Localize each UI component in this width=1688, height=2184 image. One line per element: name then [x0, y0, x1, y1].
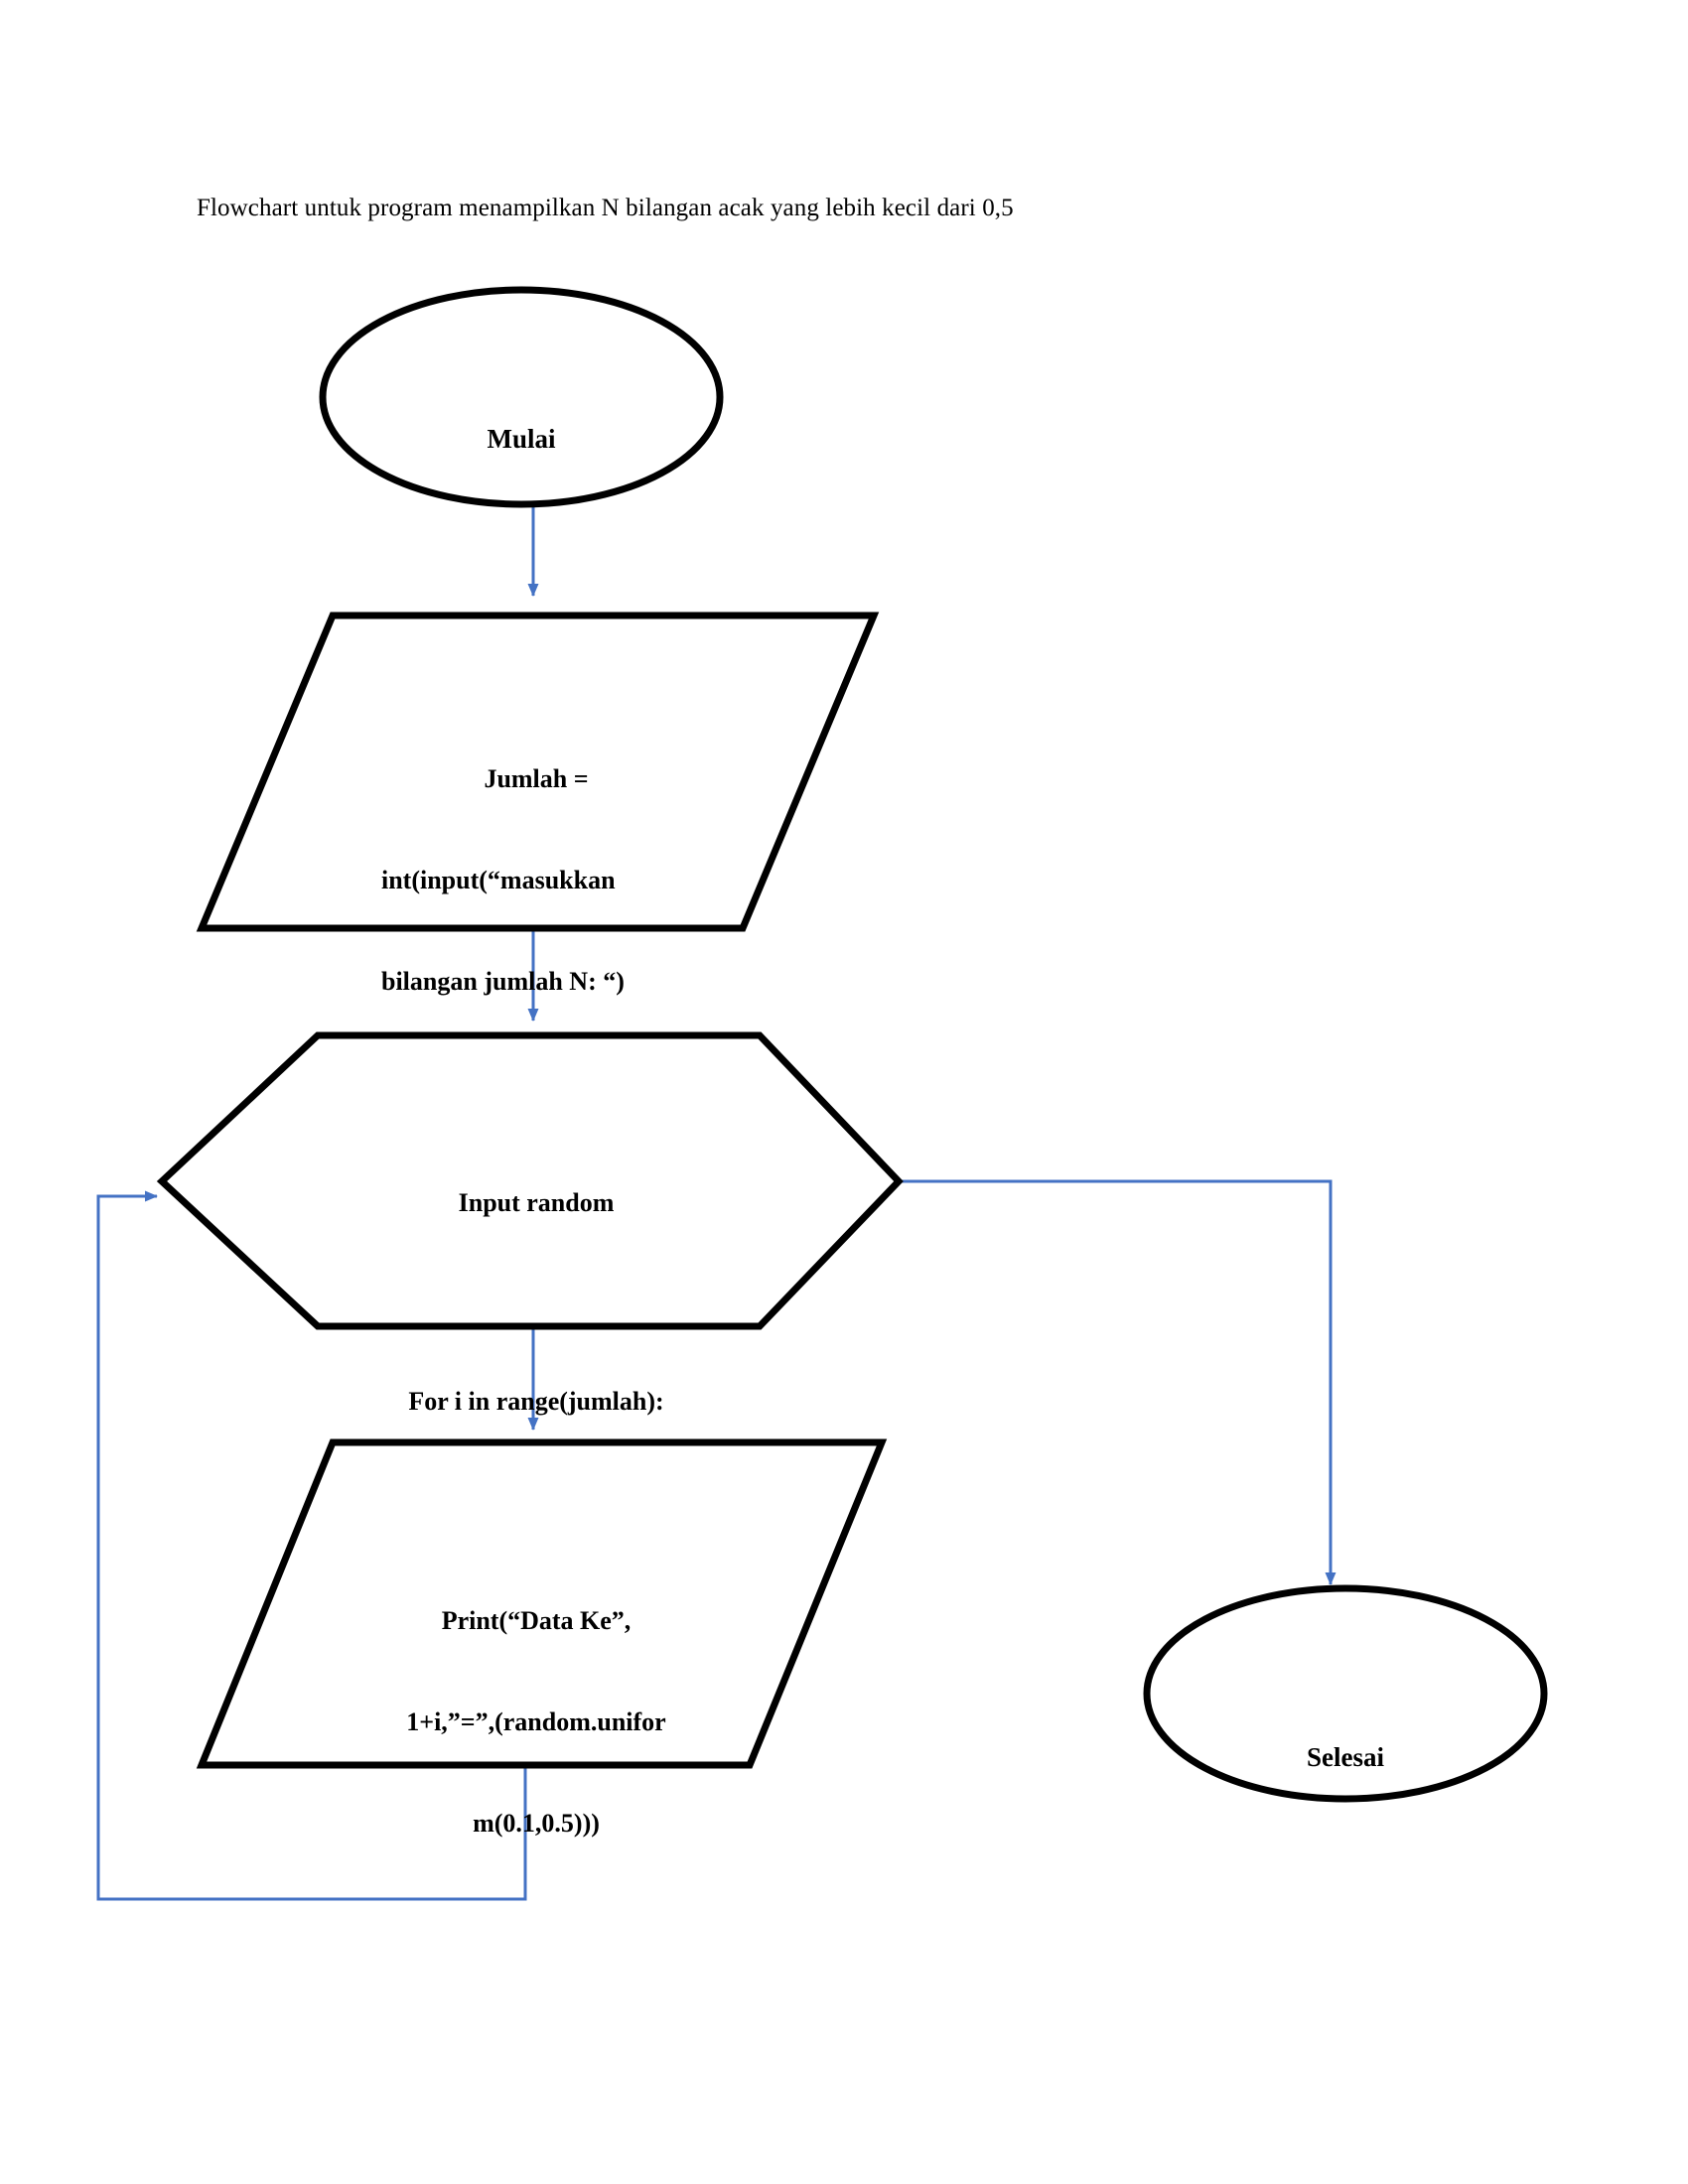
node-input-jumlah-shape[interactable] — [196, 612, 880, 932]
node-input-jumlah-label-group: Jumlah = int(input(“masukkan bilangan ju… — [298, 695, 774, 1066]
node-loop-hexagon-label-group: Input random For i in range(jumlah): — [298, 1119, 774, 1486]
node-end-label: Selesai — [1307, 1742, 1384, 1772]
node-start-label-group: Mulai — [323, 359, 720, 518]
node-start-shape[interactable] — [319, 286, 724, 508]
node-print-output-line1: Print(“Data Ke”, — [441, 1606, 632, 1635]
node-input-jumlah-line1: Jumlah = — [484, 764, 589, 793]
node-loop-hexagon-shape[interactable] — [156, 1031, 904, 1330]
node-print-output-line2: 1+i,”=”,(random.unifor — [406, 1707, 666, 1736]
node-print-output-line3: m(0.1,0.5))) — [473, 1809, 600, 1838]
node-input-jumlah-line3: bilangan jumlah N: “) — [381, 967, 625, 996]
node-loop-hexagon-line2: For i in range(jumlah): — [408, 1387, 664, 1416]
node-print-output-shape[interactable] — [196, 1438, 888, 1769]
connector-hexagon-to-end — [900, 1179, 1336, 1585]
node-end-shape[interactable] — [1143, 1584, 1548, 1803]
node-print-output-label-group: Print(“Data Ke”, 1+i,”=”,(random.unifor … — [298, 1537, 774, 1908]
page-title: Flowchart untuk program menampilkan N bi… — [197, 195, 1014, 221]
node-loop-hexagon-line-gap — [298, 1288, 774, 1317]
node-input-jumlah-line2: int(input(“masukkan — [381, 866, 616, 894]
node-start-label: Mulai — [487, 424, 556, 454]
connector-print-loopback — [96, 1190, 527, 1901]
node-loop-hexagon-line1: Input random — [458, 1188, 615, 1217]
node-end-label-group: Selesai — [1147, 1678, 1544, 1837]
